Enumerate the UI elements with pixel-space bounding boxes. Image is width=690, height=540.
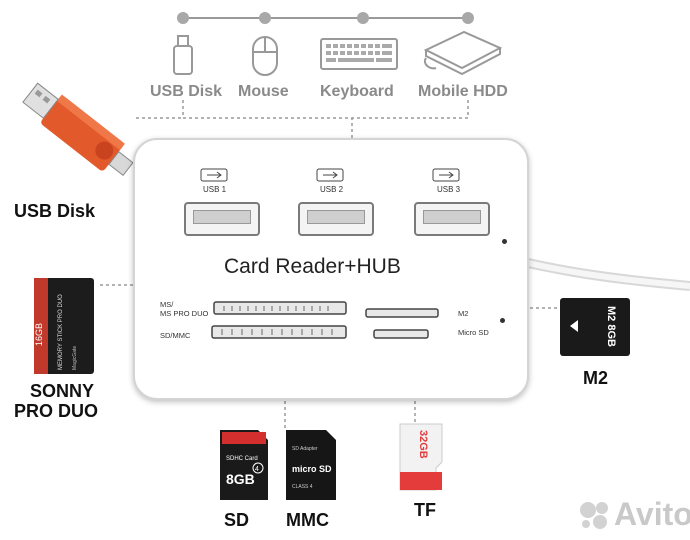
- ms-card-capacity: 16GB: [34, 323, 44, 346]
- tf-card-capacity: 32GB: [417, 430, 429, 459]
- slot-label-ms: MS/ MS PRO DUO: [160, 300, 209, 318]
- usb-port-2-label: USB 2: [320, 185, 344, 194]
- mmc-card-class: CLASS 4: [292, 484, 313, 490]
- top-label-mouse: Mouse: [238, 83, 289, 100]
- top-label-keyboard: Keyboard: [320, 83, 394, 100]
- sd-card-type: SDHC Card: [226, 456, 258, 462]
- usb-port-3-icon: [432, 168, 460, 182]
- ms-pro-duo-card-image: 16GB MEMORY STICK PRO DUO MagicGate: [34, 278, 94, 374]
- mmc-card-image: SD Adapter micro SD CLASS 4: [286, 430, 336, 500]
- ms-card-text: MEMORY STICK PRO DUO: [58, 294, 64, 370]
- sd-card-class: 4: [255, 466, 259, 473]
- hub-body: [133, 138, 529, 400]
- usb-port-1-label: USB 1: [203, 185, 227, 194]
- label-sd: SD: [224, 510, 250, 530]
- usb-port-2: [298, 202, 374, 236]
- keyboard-icon: [320, 38, 398, 70]
- watermark-text: Avito: [614, 496, 690, 532]
- slot-label-microsd: Micro SD: [458, 328, 489, 337]
- connector-dot: [259, 12, 271, 24]
- top-label-mobile-hdd: Mobile HDD: [418, 83, 508, 100]
- connector-dot: [462, 12, 474, 24]
- tf-card-image: 32GB: [399, 423, 443, 491]
- usb-port-1-icon: [200, 168, 228, 182]
- usb-port-2-icon: [316, 168, 344, 182]
- mmc-card-brand: micro SD: [292, 464, 332, 474]
- usb-port-3-label: USB 3: [437, 185, 461, 194]
- label-pro-duo: PRO DUO: [14, 401, 99, 421]
- ms-card-brand: MagicGate: [72, 346, 78, 370]
- mmc-card-line1: SD Adapter: [292, 446, 318, 452]
- avito-logo-icon: [580, 502, 608, 529]
- sd-card-capacity: 8GB: [226, 471, 255, 487]
- hdd-icon: [423, 30, 503, 76]
- slot-label-sdmmc: SD/MMC: [160, 331, 191, 340]
- sd-card-image: SDHC Card 8GB 4: [220, 430, 268, 500]
- usb-stick-icon: [173, 35, 193, 75]
- card-slots-right: [365, 308, 439, 339]
- hub-title: Card Reader+HUB: [224, 255, 401, 278]
- slot-label-m2: M2: [458, 309, 469, 318]
- usb-port-1: [184, 202, 260, 236]
- label-m2: M2: [583, 368, 609, 388]
- m2-card-image: M2 8GB: [560, 298, 630, 356]
- usb-flash-drive-image: [22, 82, 134, 177]
- connector-dot: [177, 12, 189, 24]
- m2-card-text: M2 8GB: [605, 306, 617, 347]
- label-usb-disk: USB Disk: [14, 201, 96, 221]
- mouse-icon: [252, 36, 278, 76]
- led-indicator-2: [500, 318, 505, 323]
- top-label-usb-disk: USB Disk: [150, 83, 223, 100]
- connector-dot: [357, 12, 369, 24]
- card-slots-left: [211, 301, 347, 339]
- label-tf: TF: [414, 500, 436, 520]
- led-indicator: [502, 239, 507, 244]
- usb-port-3: [414, 202, 490, 236]
- label-mmc: MMC: [286, 510, 329, 530]
- label-sonny: SONNY: [30, 381, 95, 401]
